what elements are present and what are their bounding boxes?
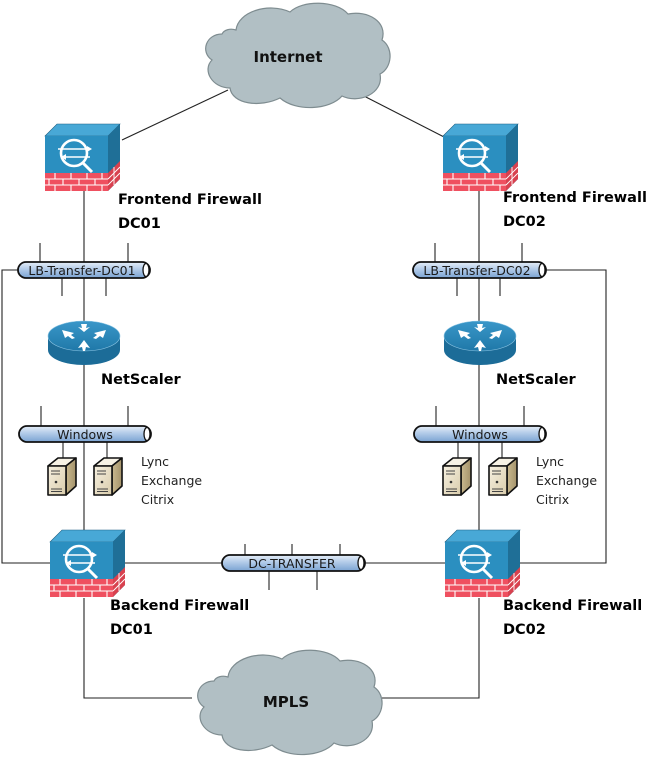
dc02-app-lync: Lync — [536, 454, 564, 469]
firewall-icon — [48, 528, 127, 599]
dc01-windows-label: Windows — [57, 427, 113, 442]
server-icon — [488, 457, 518, 496]
dc02-backend-firewall[interactable]: Backend Firewall DC02 — [443, 528, 642, 638]
router-icon — [47, 320, 121, 366]
dc01-backend-firewall-dc: DC01 — [110, 622, 153, 638]
dc02-lb-transfer-segment[interactable]: LB-Transfer-DC02 — [412, 261, 547, 279]
link-dc01-lb-to-backend — [1, 269, 50, 564]
server-icon — [93, 457, 123, 496]
dc01-lb-transfer-label: LB-Transfer-DC01 — [28, 263, 135, 278]
firewall-icon — [43, 122, 122, 193]
dc02-app-citrix: Citrix — [536, 492, 569, 507]
dc01-frontend-firewall[interactable]: Frontend Firewall DC01 — [43, 122, 262, 232]
dc-transfer-label: DC-TRANSFER — [248, 556, 335, 571]
link-internet-fw-dc01 — [121, 89, 229, 141]
dc01-frontend-firewall-dc: DC01 — [118, 216, 161, 232]
dc02-netscaler-label: NetScaler — [496, 372, 577, 388]
dc01-app-citrix: Citrix — [141, 492, 174, 507]
dc01-netscaler[interactable]: NetScaler — [47, 320, 182, 388]
dc02-netscaler[interactable]: NetScaler — [443, 320, 577, 388]
dc01-app-lync: Lync — [141, 454, 169, 469]
link-dc02-mpls — [382, 598, 480, 699]
links — [1, 89, 607, 699]
dc01-lb-transfer-segment[interactable]: LB-Transfer-DC01 — [17, 261, 151, 279]
dc01-frontend-firewall-label: Frontend Firewall — [118, 192, 262, 208]
firewall-icon — [443, 528, 522, 599]
router-icon — [443, 320, 517, 366]
link-internet-fw-dc02 — [359, 93, 447, 139]
dc02-app-exchange: Exchange — [536, 473, 597, 488]
dc02-windows-label: Windows — [452, 427, 508, 442]
dc01-servers[interactable]: Lync Exchange Citrix — [47, 454, 202, 507]
server-icon — [442, 457, 472, 496]
link-dc02-lb-to-backend — [520, 269, 607, 564]
dc02-frontend-firewall-dc: DC02 — [503, 214, 546, 230]
link-dc01-mpls — [83, 598, 192, 699]
dc-transfer-segment[interactable]: DC-TRANSFER — [221, 554, 366, 572]
dc02-frontend-firewall[interactable]: Frontend Firewall DC02 — [441, 122, 647, 230]
internet-cloud[interactable]: Internet — [205, 2, 391, 109]
dc02-servers[interactable]: Lync Exchange Citrix — [442, 454, 597, 507]
dc01-backend-firewall-label: Backend Firewall — [110, 598, 249, 614]
dc01-netscaler-label: NetScaler — [101, 372, 182, 388]
server-icon — [47, 457, 77, 496]
dc02-backend-firewall-dc: DC02 — [503, 622, 546, 638]
dc02-frontend-firewall-label: Frontend Firewall — [503, 190, 647, 206]
dc02-lb-transfer-label: LB-Transfer-DC02 — [423, 263, 530, 278]
mpls-label: MPLS — [263, 693, 309, 711]
firewall-icon — [441, 122, 520, 193]
dc01-windows-segment[interactable]: Windows — [18, 425, 152, 443]
dc02-backend-firewall-label: Backend Firewall — [503, 598, 642, 614]
mpls-cloud[interactable]: MPLS — [197, 649, 383, 756]
dc01-backend-firewall[interactable]: Backend Firewall DC01 — [48, 528, 249, 638]
dc02-windows-segment[interactable]: Windows — [413, 425, 547, 443]
dc01-app-exchange: Exchange — [141, 473, 202, 488]
internet-label: Internet — [253, 48, 322, 66]
